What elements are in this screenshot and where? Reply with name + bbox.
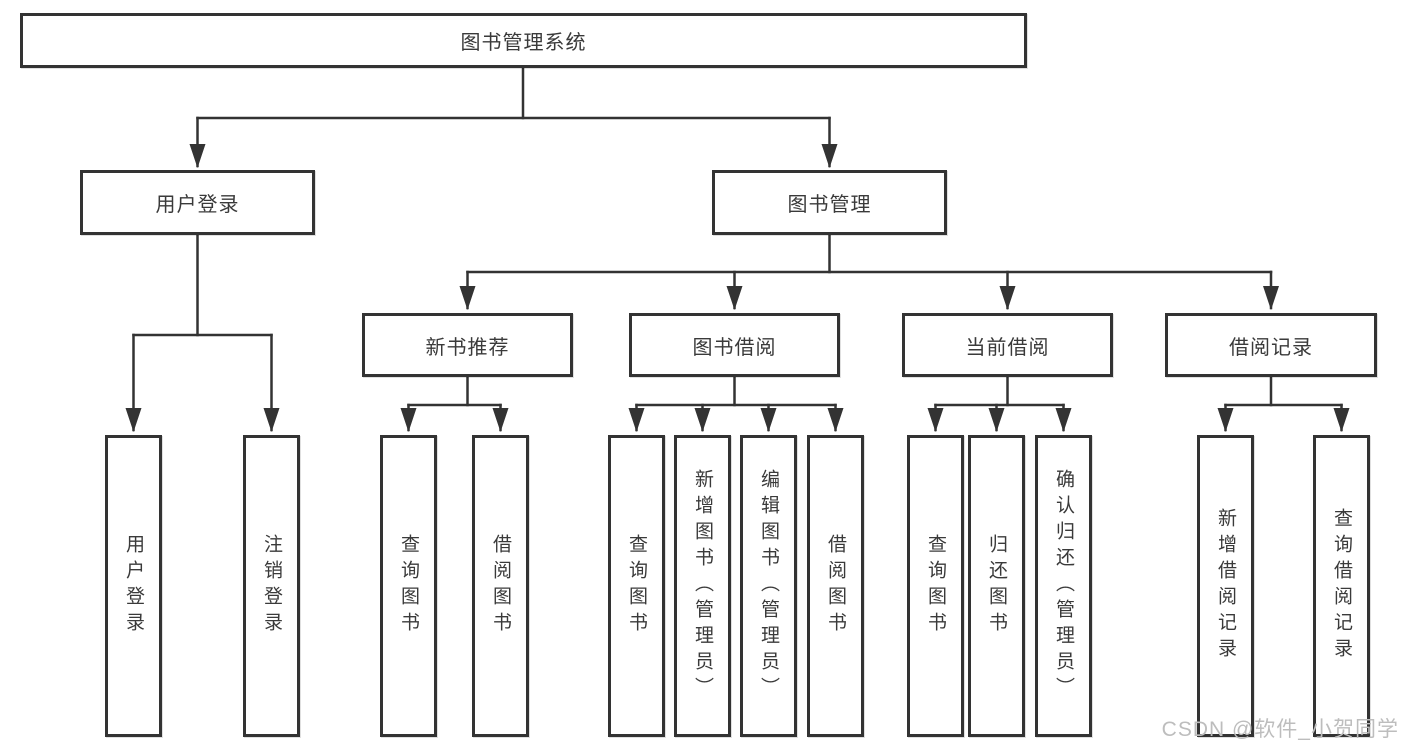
leaf-return-books: 归还图书 bbox=[968, 435, 1025, 737]
leaf-edit-books-admin: 编辑图书（管理员） bbox=[740, 435, 797, 737]
leaf-query-books-current: 查询图书 bbox=[907, 435, 964, 737]
node-book-management: 图书管理 bbox=[712, 170, 947, 235]
leaf-user-login: 用户登录 bbox=[105, 435, 162, 737]
leaf-query-borrow-record: 查询借阅记录 bbox=[1313, 435, 1370, 737]
node-user-login: 用户登录 bbox=[80, 170, 315, 235]
node-root-system: 图书管理系统 bbox=[20, 13, 1027, 68]
leaf-confirm-return-admin: 确认归还（管理员） bbox=[1035, 435, 1092, 737]
leaf-borrow-books: 借阅图书 bbox=[807, 435, 864, 737]
node-borrow-records: 借阅记录 bbox=[1165, 313, 1377, 377]
leaf-add-books-admin: 新增图书（管理员） bbox=[674, 435, 731, 737]
leaf-query-books-recommend: 查询图书 bbox=[380, 435, 437, 737]
leaf-query-books-borrow: 查询图书 bbox=[608, 435, 665, 737]
watermark: CSDN @软件_小贺同学 bbox=[1161, 718, 1399, 741]
leaf-borrow-books-recommend: 借阅图书 bbox=[472, 435, 529, 737]
node-current-borrow: 当前借阅 bbox=[902, 313, 1113, 377]
leaf-logout: 注销登录 bbox=[243, 435, 300, 737]
node-new-book-recommend: 新书推荐 bbox=[362, 313, 573, 377]
node-book-borrow: 图书借阅 bbox=[629, 313, 840, 377]
leaf-add-borrow-record: 新增借阅记录 bbox=[1197, 435, 1254, 737]
